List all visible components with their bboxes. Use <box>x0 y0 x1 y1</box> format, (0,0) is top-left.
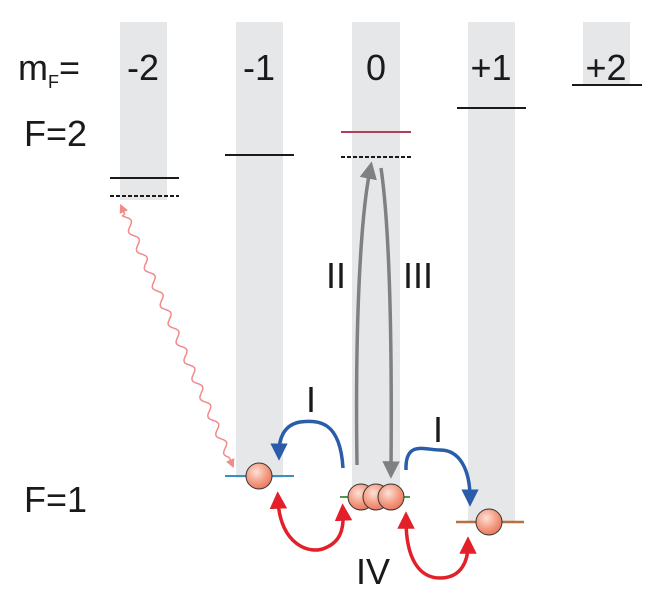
atom <box>475 508 503 536</box>
label-I-left: I <box>306 379 316 420</box>
label-III: III <box>403 255 433 296</box>
column-m+2 <box>583 22 630 84</box>
arrow-IV-right <box>397 511 477 580</box>
atom <box>377 483 405 511</box>
label-I-right: I <box>433 409 443 450</box>
label-II: II <box>326 255 346 296</box>
column-m-1 <box>236 22 283 478</box>
arrow-I-left <box>270 419 345 469</box>
arrow-IV-left <box>269 491 353 552</box>
mf-label: mF= <box>18 47 80 92</box>
atom <box>245 462 273 490</box>
f2-label: F=2 <box>24 113 87 154</box>
column-m-2 <box>120 22 167 200</box>
label-IV: IV <box>356 551 390 592</box>
column-m+1 <box>468 22 515 522</box>
arrow-II <box>354 161 377 466</box>
f1-label: F=1 <box>24 479 87 520</box>
column-label-m0: 0 <box>366 47 386 88</box>
arrow-I-right <box>404 446 479 507</box>
column-label-m+1: +1 <box>470 47 511 88</box>
column-label-m+2: +2 <box>585 47 626 88</box>
column-label-m-2: -2 <box>127 47 159 88</box>
wavy-transition-arrow <box>119 203 235 469</box>
column-label-m-1: -1 <box>243 47 275 88</box>
arrow-III <box>379 167 400 479</box>
